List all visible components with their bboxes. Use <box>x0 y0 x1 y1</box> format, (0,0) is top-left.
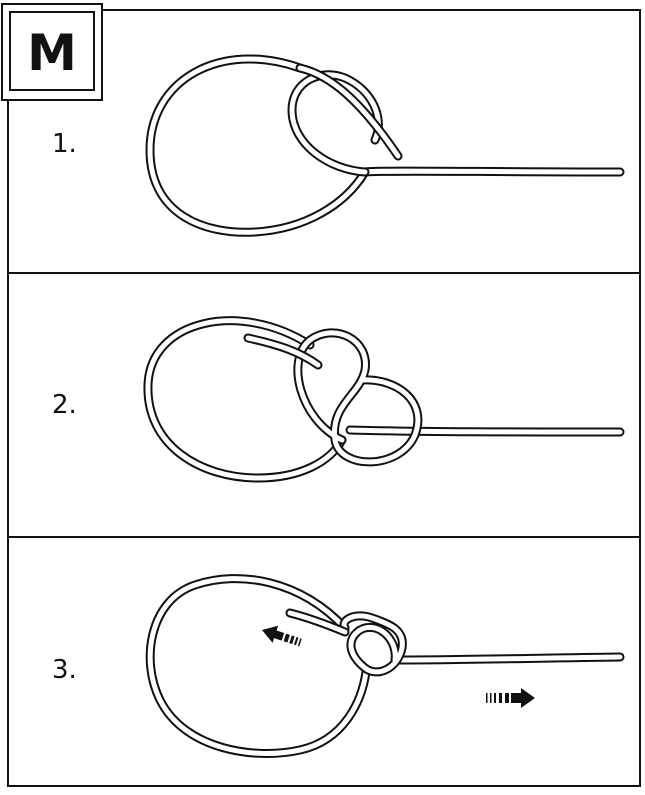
right-pull-arrow-icon <box>486 688 535 708</box>
logo-letter: M <box>27 24 77 82</box>
rope-step-2 <box>143 316 625 483</box>
rope-step-1 <box>145 54 625 237</box>
step-number-3: 3. <box>52 655 77 685</box>
rope-step-3 <box>145 574 625 758</box>
outer-frame <box>7 9 641 787</box>
step-number-1: 1. <box>52 129 77 159</box>
logo-badge: M <box>1 3 103 101</box>
left-pull-arrow-icon <box>262 625 302 647</box>
step-number-2: 2. <box>52 390 77 420</box>
